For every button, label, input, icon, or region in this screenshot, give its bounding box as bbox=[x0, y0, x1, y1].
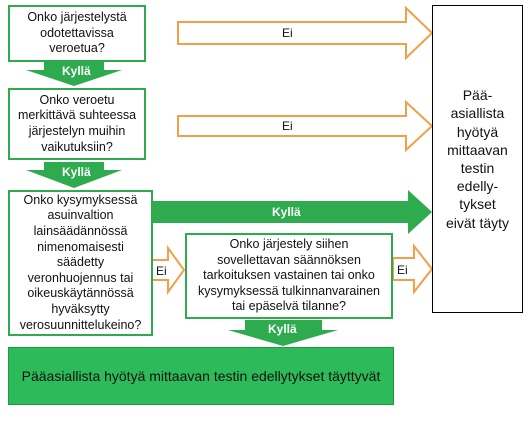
no-label-1: Ei bbox=[282, 26, 293, 40]
result-not-met-box: Pää- asiallista hyötyä mittaavan testin … bbox=[432, 5, 523, 313]
question-box-2: Onko veroetu merkittävä suhteessa järjes… bbox=[8, 88, 146, 160]
yes-label-1: Kyllä bbox=[62, 64, 91, 78]
question-box-3: Onko kysymyksessä asuinvaltion lainsäädä… bbox=[8, 190, 153, 336]
yes-label-3: Kyllä bbox=[272, 205, 301, 219]
arrow-yes-1 bbox=[26, 62, 122, 86]
question-4-text: Onko järjestely siihen sovellettavan sää… bbox=[197, 236, 381, 314]
result-met-box: Pääasiallista hyötyä mittaavan testin ed… bbox=[8, 347, 394, 405]
yes-label-2: Kyllä bbox=[62, 165, 91, 179]
result-met-text: Pääasiallista hyötyä mittaavan testin ed… bbox=[21, 368, 381, 384]
arrow-yes-3 bbox=[152, 190, 432, 234]
question-box-1: Onko järjestelystä odotettavissa veroetu… bbox=[8, 5, 146, 62]
question-2-text: Onko veroetu merkittävä suhteessa järjes… bbox=[17, 92, 137, 154]
yes-label-4: Kyllä bbox=[268, 322, 297, 336]
arrow-yes-4 bbox=[228, 320, 338, 346]
arrow-no-1 bbox=[177, 5, 434, 61]
arrow-no-3 bbox=[151, 244, 186, 296]
no-label-2: Ei bbox=[282, 119, 293, 133]
result-not-met-text: Pää- asiallista hyötyä mittaavan testin … bbox=[445, 87, 510, 231]
arrow-no-2 bbox=[177, 99, 434, 153]
arrow-yes-2 bbox=[26, 162, 122, 188]
no-label-4: Ei bbox=[397, 263, 408, 277]
question-1-text: Onko järjestelystä odotettavissa veroetu… bbox=[27, 10, 127, 56]
question-3-text: Onko kysymyksessä asuinvaltion lainsäädä… bbox=[19, 192, 142, 332]
no-label-3: Ei bbox=[156, 264, 167, 278]
question-box-4: Onko järjestely siihen sovellettavan sää… bbox=[185, 233, 393, 319]
arrow-no-4 bbox=[392, 243, 434, 295]
